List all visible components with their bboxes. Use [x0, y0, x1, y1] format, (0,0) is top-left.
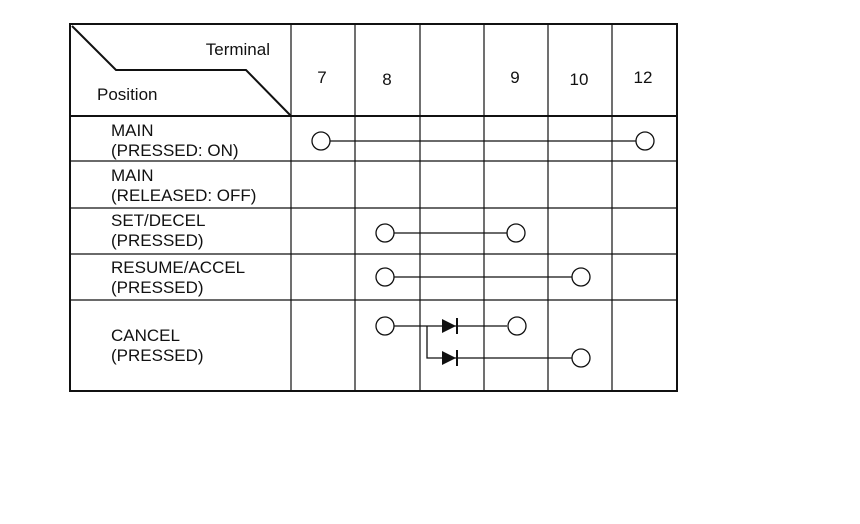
- row-label-main-on-line1: MAIN: [111, 121, 154, 140]
- terminal-node: [375, 267, 395, 287]
- connection-wire: [426, 326, 572, 359]
- row-label-set-decel-line1: SET/DECEL: [111, 211, 205, 230]
- terminal-node: [635, 131, 655, 151]
- row-label-cancel-line2: (PRESSED): [111, 346, 204, 365]
- position-header-label: Position: [97, 85, 157, 104]
- terminal-header-8: 8: [382, 70, 391, 89]
- row-label-main-off-line1: MAIN: [111, 166, 154, 185]
- row-label-set-decel-line2: (PRESSED): [111, 231, 204, 250]
- row-label-resume-accel-line2: (PRESSED): [111, 278, 204, 297]
- terminal-node: [375, 223, 395, 243]
- row-label-main-off-line2: (RELEASED: OFF): [111, 186, 256, 205]
- terminal-node: [311, 131, 331, 151]
- terminal-node: [506, 223, 526, 243]
- position-labels: MAIN (PRESSED: ON) MAIN (RELEASED: OFF) …: [111, 121, 256, 365]
- terminal-header-9: 9: [510, 68, 519, 87]
- terminal-headers: 7 8 9 10 12: [317, 68, 652, 89]
- header-diagonal: [71, 25, 292, 117]
- diode-icon: [442, 319, 456, 333]
- table-grid: [69, 23, 678, 392]
- terminal-node: [507, 316, 527, 336]
- connections: [311, 131, 655, 368]
- connection-cancel: [375, 316, 591, 368]
- terminal-header-10: 10: [570, 70, 589, 89]
- terminal-header-7: 7: [317, 68, 326, 87]
- terminal-header-label: Terminal: [206, 40, 270, 59]
- row-label-main-on-line2: (PRESSED: ON): [111, 141, 239, 160]
- diode-icon: [442, 351, 456, 365]
- terminal-header-12: 12: [634, 68, 653, 87]
- connection-main-7-12: [311, 131, 655, 151]
- terminal-node: [571, 267, 591, 287]
- connection-set-decel-8-9: [375, 223, 526, 243]
- terminal-node: [375, 316, 395, 336]
- connection-resume-accel-8-10: [375, 267, 591, 287]
- terminal-node: [571, 348, 591, 368]
- row-label-cancel-line1: CANCEL: [111, 326, 180, 345]
- row-label-resume-accel-line1: RESUME/ACCEL: [111, 258, 245, 277]
